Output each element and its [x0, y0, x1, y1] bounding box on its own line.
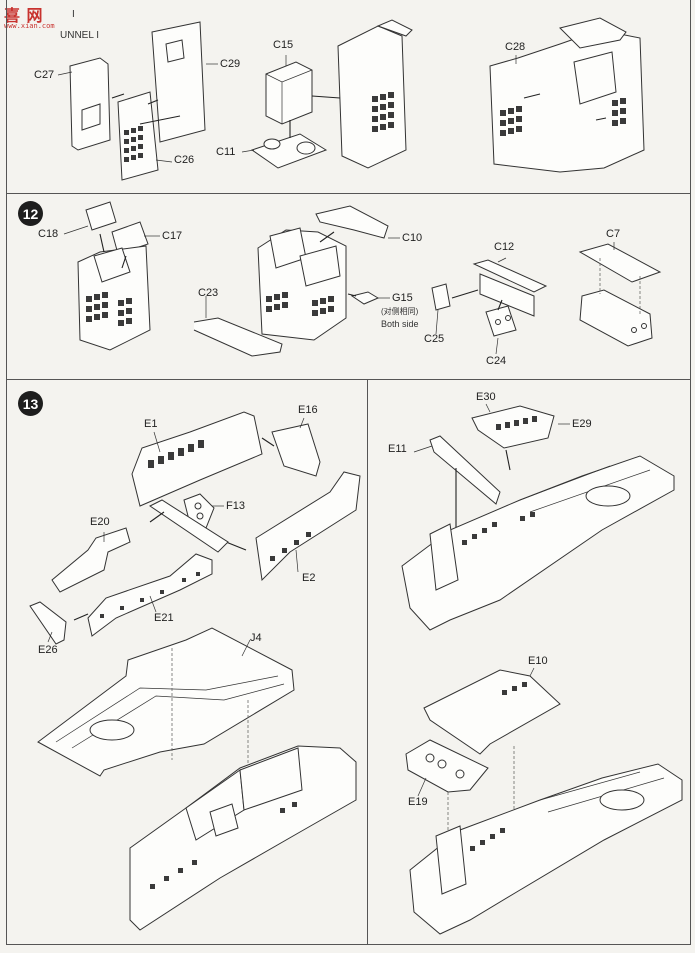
e2-panel-drawing	[255, 471, 361, 582]
part-label-e2: E2	[302, 572, 316, 584]
step-badge-12: 12	[18, 201, 43, 226]
part-label-c23: C23	[198, 287, 219, 299]
header-step-ref: I	[72, 9, 75, 20]
hull-assembly-right-bottom	[409, 763, 683, 935]
part-label-e26: E26	[38, 644, 58, 656]
e30-panel-drawing	[471, 405, 555, 449]
part-label-e11: E11	[388, 443, 407, 455]
g15-small-part-drawing	[350, 291, 380, 305]
e1-panel-drawing	[131, 411, 263, 507]
part-label-e21: E21	[154, 612, 174, 624]
tower-centre-step12	[257, 227, 347, 341]
e10-plate-drawing	[423, 669, 561, 755]
g15-note-en: Both side	[381, 319, 419, 329]
c12-bracket-drawing	[472, 259, 548, 317]
part-label-f13: F13	[226, 500, 245, 512]
site-watermark-logo: 喜 网	[4, 8, 44, 25]
c7-bracket-drawing	[578, 243, 662, 347]
panel-step-13-right	[367, 379, 691, 945]
part-label-g15: G15	[392, 292, 413, 304]
c28-assembly-drawing	[489, 17, 645, 173]
part-label-c12: C12	[494, 241, 515, 253]
part-label-e10: E10	[528, 655, 548, 667]
part-label-c18: C18	[38, 228, 59, 240]
step-badge-13: 13	[18, 391, 43, 416]
hull-assembly-left-drawing	[129, 745, 357, 931]
e16-panel-drawing	[271, 423, 321, 477]
c27-panel-drawing	[69, 57, 111, 151]
part-label-e20: E20	[90, 516, 110, 528]
c23-rail-drawing	[193, 317, 283, 357]
part-label-e30: E30	[476, 391, 496, 403]
tower-left-step12	[77, 245, 151, 351]
site-watermark-url: www.xian.com	[4, 22, 55, 30]
part-label-c15: C15	[273, 39, 294, 51]
part-label-c17: C17	[162, 230, 183, 242]
hull-assembly-right-top	[401, 455, 675, 631]
part-label-e1: E1	[144, 418, 158, 430]
e11-panel-drawing	[429, 435, 501, 505]
c15-block-drawing	[265, 61, 313, 125]
part-label-c28: C28	[505, 41, 526, 53]
part-label-e16: E16	[298, 404, 318, 416]
part-label-c26: C26	[174, 154, 195, 166]
c24-bracket-drawing	[485, 305, 517, 337]
g15-note-cn: (对侧相同)	[381, 307, 419, 316]
part-label-e19: E19	[408, 796, 428, 808]
middle-plate-drawing	[149, 499, 229, 553]
part-label-e29: E29	[572, 418, 592, 430]
c18-c17-small-parts	[85, 201, 149, 255]
e21-panel-drawing	[87, 553, 213, 637]
c25-small-drawing	[431, 283, 451, 311]
part-label-c10: C10	[402, 232, 423, 244]
part-label-j4: J4	[250, 632, 262, 644]
c29-panel-drawing	[151, 21, 206, 143]
part-label-c29: C29	[220, 58, 241, 70]
part-label-c7: C7	[606, 228, 621, 240]
part-label-c11: C11	[216, 146, 236, 158]
c11-base-drawing	[250, 133, 328, 169]
part-label-c25: C25	[424, 333, 445, 345]
e20-panel-drawing	[51, 527, 131, 593]
c10-plate-drawing	[315, 205, 389, 239]
part-label-c24: C24	[486, 355, 507, 367]
e19-plate-drawing	[405, 739, 489, 793]
e26-small-drawing	[29, 601, 67, 645]
j4-floor-drawing	[37, 627, 295, 777]
part-label-c27: C27	[34, 69, 55, 81]
header-title: UNNEL I	[60, 30, 100, 41]
c26-panel-drawing	[117, 91, 159, 181]
tower-drawing-step11	[337, 19, 413, 169]
